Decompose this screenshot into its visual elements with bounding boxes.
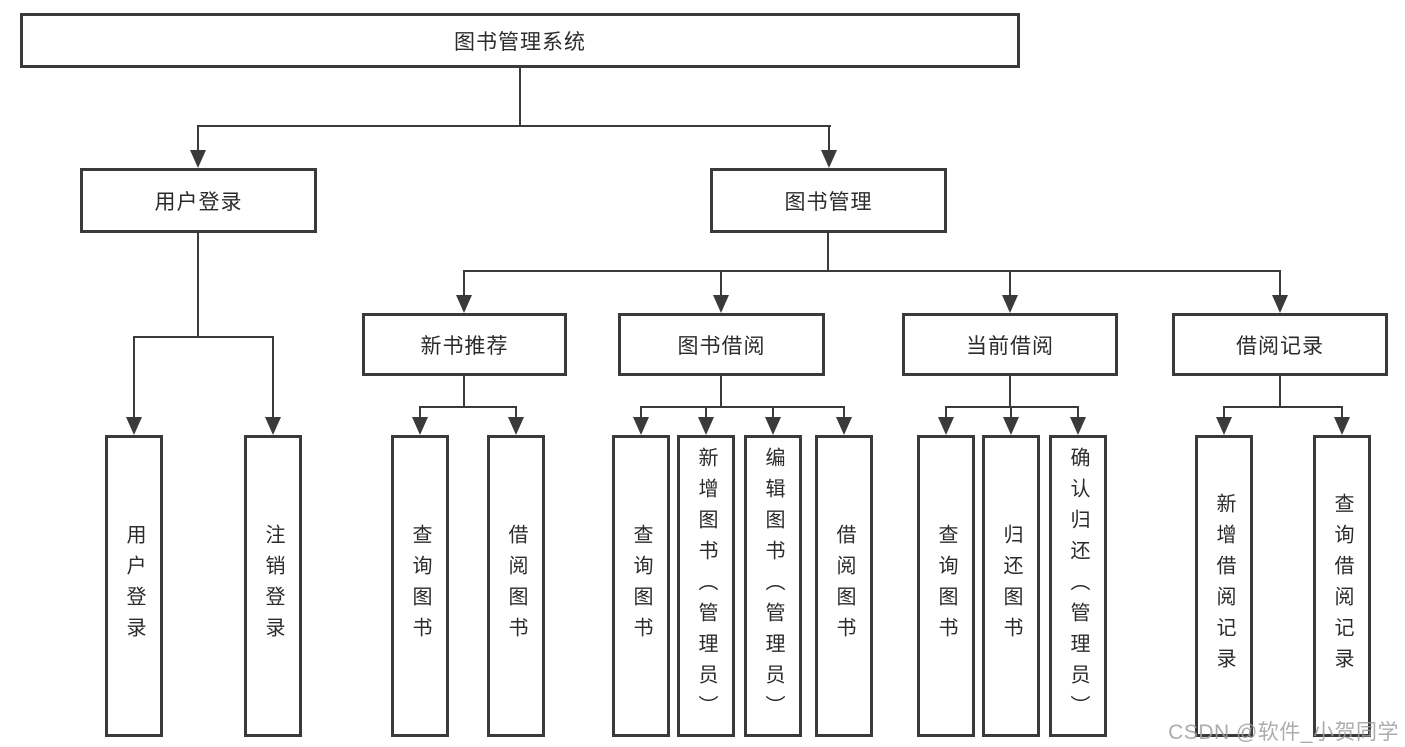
leaf-return-books-label: 归还图书 [1000,524,1022,648]
node-root-system: 图书管理系统 [20,13,1020,68]
node-user-login: 用户登录 [80,168,317,233]
leaf-query-books-borrow: 查询图书 [612,435,670,737]
connector-line [197,125,199,152]
connector-line [705,406,707,419]
connector-line [463,376,465,407]
leaf-logout-label: 注销登录 [262,524,284,648]
node-borrow-record: 借阅记录 [1172,313,1388,376]
arrow-down-icon [1002,295,1018,313]
leaf-query-books-current-label: 查询图书 [935,524,957,648]
connector-line [1279,270,1281,297]
connector-line [945,406,1079,408]
leaf-query-borrow-record: 查询借阅记录 [1313,435,1371,737]
node-book-management: 图书管理 [710,168,947,233]
leaf-add-borrow-record-label: 新增借阅记录 [1213,493,1235,679]
arrow-down-icon [765,417,781,435]
arrow-down-icon [456,295,472,313]
node-new-book-recommend-label: 新书推荐 [420,334,509,358]
connector-line [1077,406,1079,419]
node-book-management-label: 图书管理 [784,190,873,214]
leaf-borrow-books-newbook-label: 借阅图书 [505,524,527,648]
leaf-borrow-books-label: 借阅图书 [833,524,855,648]
connector-line [1010,406,1012,419]
arrow-down-icon [1272,295,1288,313]
node-user-login-label: 用户登录 [154,190,243,214]
leaf-add-book-admin: 新增图书（管理员） [677,435,735,737]
leaf-query-borrow-record-label: 查询借阅记录 [1331,493,1353,679]
leaf-logout: 注销登录 [244,435,302,737]
connector-line [419,406,421,419]
connector-line [515,406,517,419]
arrow-down-icon [126,417,142,435]
connector-line [1279,376,1281,407]
connector-line [640,406,845,408]
node-current-borrow-label: 当前借阅 [966,334,1054,358]
connector-line [828,125,830,152]
connector-line [1009,376,1011,407]
leaf-add-book-admin-label: 新增图书（管理员） [695,446,717,726]
leaf-borrow-books: 借阅图书 [815,435,873,737]
connector-line [1009,270,1011,297]
connector-line [945,406,947,419]
leaf-query-books-current: 查询图书 [917,435,975,737]
arrow-down-icon [698,417,714,435]
leaf-confirm-return-admin-label: 确认归还（管理员） [1067,446,1089,726]
connector-line [827,233,829,271]
arrow-down-icon [1070,417,1086,435]
connector-line [133,336,274,338]
leaf-user-login: 用户登录 [105,435,163,737]
node-current-borrow: 当前借阅 [902,313,1118,376]
arrow-down-icon [412,417,428,435]
arrow-down-icon [938,417,954,435]
connector-line [419,406,517,408]
connector-line [463,270,1281,272]
connector-line [1223,406,1343,408]
node-book-borrow-label: 图书借阅 [677,334,766,358]
leaf-confirm-return-admin: 确认归还（管理员） [1049,435,1107,737]
connector-line [1341,406,1343,419]
connector-line [640,406,642,419]
leaf-return-books: 归还图书 [982,435,1040,737]
node-root-label: 图书管理系统 [454,30,586,54]
connector-line [1223,406,1225,419]
connector-line [519,68,521,126]
leaf-edit-book-admin: 编辑图书（管理员） [744,435,802,737]
connector-line [197,125,831,127]
arrow-down-icon [633,417,649,435]
arrow-down-icon [508,417,524,435]
connector-line [720,270,722,297]
leaf-query-books-newbook-label: 查询图书 [409,524,431,648]
node-borrow-record-label: 借阅记录 [1236,334,1324,358]
arrow-down-icon [713,295,729,313]
node-new-book-recommend: 新书推荐 [362,313,567,376]
connector-line [272,336,274,419]
arrow-down-icon [836,417,852,435]
arrow-down-icon [1003,417,1019,435]
leaf-query-books-borrow-label: 查询图书 [630,524,652,648]
connector-line [720,376,722,407]
arrow-down-icon [190,150,206,168]
connector-line [843,406,845,419]
arrow-down-icon [265,417,281,435]
leaf-add-borrow-record: 新增借阅记录 [1195,435,1253,737]
arrow-down-icon [821,150,837,168]
connector-line [197,233,199,337]
leaf-user-login-label: 用户登录 [123,524,145,648]
connector-line [772,406,774,419]
node-book-borrow: 图书借阅 [618,313,825,376]
arrow-down-icon [1216,417,1232,435]
arrow-down-icon [1334,417,1350,435]
leaf-borrow-books-newbook: 借阅图书 [487,435,545,737]
leaf-query-books-newbook: 查询图书 [391,435,449,737]
connector-line [133,336,135,419]
leaf-edit-book-admin-label: 编辑图书（管理员） [762,446,784,726]
connector-line [463,270,465,297]
